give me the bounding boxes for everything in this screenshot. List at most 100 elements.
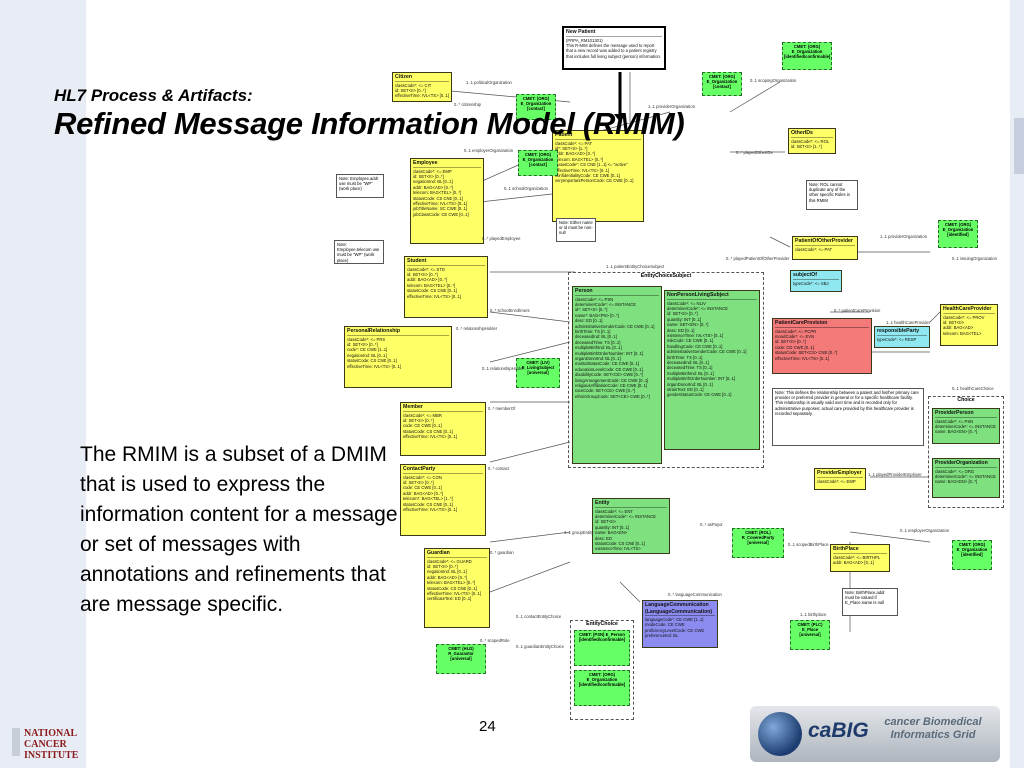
cmet-9: CMET: (PSN) E_Person [identified/confirm…	[574, 630, 630, 666]
nci-logo-graphic: NATIONAL CANCER INSTITUTE	[12, 728, 79, 761]
contact-party-line-3: addr: BAG<AD> [0..*]	[403, 490, 444, 496]
label-10: 0..* contact	[488, 466, 509, 471]
nci-logo: NATIONAL CANCER INSTITUTE	[12, 722, 79, 762]
non-person-line-9: administrativeGenderCode: CE CWE [0..1]	[667, 349, 747, 355]
person-line-9: multipleBirthInd: BL [0..1]	[575, 345, 622, 351]
subject-of-box: subjectOf typeCode*: <= SBJ	[790, 270, 842, 292]
label-21: 0..1 issuingOrganization	[952, 256, 997, 261]
patient-line-5: effectiveTime: IVL<TS> [0..1]	[555, 167, 609, 173]
slide-title-line2: Refined Message Information Model (RMIM)	[54, 106, 685, 141]
member-line-4: effectiveTime: IVL<TS> [0..1]	[403, 434, 457, 440]
entity-choice-subject-title: EntityChoiceSubject	[640, 273, 692, 279]
health-care-line-3: telecom: BAG<TEL>	[943, 330, 982, 336]
person-line-11: organDonorInd: BL [0..1]	[575, 355, 621, 361]
responsible-party-box: responsibleParty typeCode*: <= RESP	[874, 326, 930, 348]
employee-line-3: addr: BAG<AD> [0..*]	[413, 184, 454, 190]
entity-line-5: desc: ED	[595, 535, 612, 541]
citizen-box: Citizen classCode*: <= CIT id: SET<II> […	[392, 72, 452, 102]
student-line-1: id: SET<II> [0..*]	[407, 271, 438, 277]
choice-title: Choice	[957, 397, 975, 403]
note-name-or-id: Note: Either name or id must be non-null	[556, 218, 596, 242]
provider-person-box: ProviderPerson classCode*: <= PSN determ…	[932, 408, 1000, 444]
person-box: Person classCode*: <= PSN determinerCode…	[572, 286, 662, 464]
cmet-7: CMET: (ORG) E_Organization [identified]	[952, 540, 992, 570]
person-line-2: id*: SET<II> [0..*]	[575, 307, 608, 313]
right-accent-bar	[1010, 0, 1024, 768]
note-birth-place: Note: BirthPlace.addr must be valued if …	[842, 588, 898, 616]
label-17: 0..1 scopingOrganization	[750, 78, 797, 83]
non-person-line-1: determinerCode*: <= INSTANCE	[667, 305, 728, 311]
other-ids-title: OtherIDs	[791, 130, 833, 138]
left-accent-bar	[0, 0, 86, 768]
slide-body-text: The RMIM is a subset of a DMIM that is u…	[80, 443, 398, 616]
patient-line-3: telecom: BAG<TEL> [0..*]	[555, 156, 604, 162]
responsible-party-title: responsibleParty	[877, 328, 927, 336]
provider-organization-box: ProviderOrganization classCode*: <= ORG …	[932, 458, 1000, 498]
label-6: 0..* schoolEnrollment	[490, 308, 530, 313]
patient-care-line-1: moodCode*: <= EVN	[775, 333, 815, 339]
patient-line-0: classCode*: <= PAT	[555, 140, 593, 146]
label-16: 1..1 providerOrganization	[648, 104, 696, 109]
employee-line-5: statusCode: CS CNE [0..1]	[413, 195, 463, 201]
health-care-line-0: classCode*: <= PROV	[943, 314, 985, 320]
non-person-line-17: genderStatusCode: CE CWE [0..1]	[667, 392, 732, 398]
non-person-line-6: existenceTime: IVL<TS> [0..1]	[667, 332, 724, 338]
contact-party-line-0: classCode*: <= CON	[403, 474, 442, 480]
label-7: 0..* relationshipHolder	[456, 326, 498, 331]
provider-employer-line-0: classCode*: <= EMP	[817, 478, 856, 484]
non-person-line-0: classCode*: <= NLIV	[667, 300, 706, 306]
label-1: 0..* citizenship	[454, 102, 481, 107]
non-person-line-15: organDonorInd: BL [0..1]	[667, 381, 713, 387]
employee-line-2: negationInd: BL [0..1]	[413, 179, 453, 185]
patient-of-other-provider-box: PatientOfOtherProvider classCode*: <= PA…	[792, 236, 858, 260]
subject-of-title: subjectOf	[793, 272, 839, 280]
note-employee-addr: Note: Employee.addr use must be "WP" (wo…	[336, 174, 384, 198]
personal-relationship-box: PersonalRelationship classCode*: <= PRS …	[344, 326, 452, 388]
cmet-1: CMET: (ORG) E_Organization [contact]	[702, 72, 742, 96]
student-line-0: classCode*: <= STD	[407, 266, 445, 272]
non-person-line-13: multipleBirthInd: BL [0..1]	[667, 370, 714, 376]
subject-of-line-0: typeCode*: <= SBJ	[793, 280, 829, 286]
health-care-provider-box: HealthCareProvider classCode*: <= PROV i…	[940, 304, 998, 346]
cmet-4: CMET: (ORG) E_Organization [contact]	[518, 150, 558, 176]
label-29: 0..* asPayor	[700, 522, 723, 527]
label-20: 1..1 providerOrganization	[880, 234, 928, 239]
person-line-8: deceasedTime: TS [0..1]	[575, 339, 621, 345]
other-ids-box: OtherIDs classCode*: <= ROL id: SET<II> …	[788, 128, 836, 154]
personal-relationship-line-2: code*: CE CWE [1..1]	[347, 347, 388, 353]
person-line-3: name*: BAG<PN> [0..*]	[575, 312, 619, 318]
nci-logo-line1: NATIONAL	[24, 728, 77, 739]
contact-party-line-5: statusCode: CS CNE [0..1]	[403, 501, 453, 507]
personal-relationship-line-1: id: SET<II> [0..*]	[347, 341, 378, 347]
person-line-5: administrativeGenderCode: CE CWE [0..1]	[575, 323, 655, 329]
entity-title: Entity	[595, 500, 667, 508]
citizen-title: Citizen	[395, 74, 449, 82]
guardian-line-0: classCode*: <= GUARD	[427, 558, 472, 564]
personal-relationship-line-5: effectiveTime: IVL<TS> [0..1]	[347, 363, 401, 369]
employee-box: Employee classCode*: <= EMP id: SET<II> …	[410, 158, 484, 244]
note-employee-telecom: Note: Employee.telecom use must be "WP" …	[334, 240, 384, 264]
non-person-line-12: deceasedTime: TS [0..1]	[667, 365, 713, 371]
non-person-living-subject-box: NonPersonLivingSubject classCode*: <= NL…	[664, 290, 760, 450]
patient-line-4: statusCode*: CS CNE [1..1] <= "active"	[555, 162, 628, 168]
student-line-2: addr: BAG<AD> [0..*]	[407, 277, 448, 283]
label-13: 0..1 contactEntityChoice	[516, 614, 562, 619]
contact-party-line-2: code: CE CWE [0..1]	[403, 485, 442, 491]
employee-line-4: telecom: BAG<TEL> [0..*]	[413, 190, 462, 196]
new-patient-text: This R-MIM defines the message used to r…	[566, 42, 661, 59]
entity-box: Entity classCode*: <= ENT determinerCode…	[592, 498, 670, 554]
new-patient-code: (PRPA_RM101301)	[566, 37, 603, 43]
provider-employer-title: ProviderEmployer	[817, 470, 863, 478]
patient-line-6: confidentialityCode: CE CWE [0..1]	[555, 172, 620, 178]
responsible-party-line-0: typeCode*: <= RESP	[877, 336, 917, 342]
citizen-line-0: classCode*: <= CIT	[395, 82, 432, 88]
cmet-6: CMET: (ROL) R_CoveredParty [universal]	[732, 528, 784, 558]
non-person-line-8: handlingCode: CE CWE [0..1]	[667, 343, 723, 349]
contact-party-title: ContactParty	[403, 466, 483, 474]
label-22: 0..* patientCareProvision	[834, 308, 881, 313]
guardian-line-1: id: SET<II> [0..*]	[427, 563, 458, 569]
cmet-8: CMET: (PLC) E_Place [universal]	[790, 620, 830, 650]
provider-person-line-1: determinerCode*: <= INSTANCE	[935, 423, 996, 429]
cabig-logo-tagline: cancer Biomedical Informatics Grid	[884, 716, 982, 741]
member-line-0: classCode*: <= MBR	[403, 412, 442, 418]
